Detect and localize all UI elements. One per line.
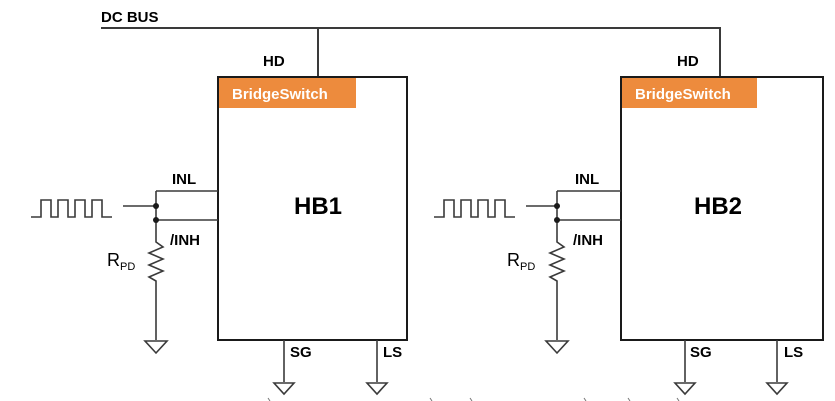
hb1-ground-icon: [143, 340, 169, 355]
hb1-badge-label: BridgeSwitch: [232, 86, 328, 103]
hb2-badge: [622, 78, 757, 108]
hb1-inh-label: /INH: [170, 232, 200, 249]
hb1-box: [217, 76, 408, 341]
hb2-resistor-icon: [547, 236, 567, 340]
hb1-inl-label: INL: [172, 171, 196, 188]
hb2-ls-label: LS: [784, 344, 803, 361]
hb1-sg-label: SG: [290, 344, 312, 361]
hb2-junction-dot-2: [554, 217, 560, 223]
hb2-junction-dot: [554, 203, 560, 209]
dc-bus-label: DC BUS: [101, 9, 159, 26]
hb1-ls-label: LS: [383, 344, 402, 361]
hb2-inl-label: INL: [575, 171, 599, 188]
hb1-resistor-icon: [146, 236, 166, 340]
hb2-inh-label: /INH: [573, 232, 603, 249]
hb2-badge-label: BridgeSwitch: [635, 86, 731, 103]
hb1-badge: [219, 78, 356, 108]
hb1-ls-ground-icon: [365, 382, 389, 396]
hb1-hd-label: HD: [263, 53, 285, 70]
hb2-box: [620, 76, 824, 341]
hb1-name: HB1: [294, 193, 342, 220]
hb1-sg-ground-icon: [272, 382, 296, 396]
dc-bus-wire: [101, 27, 721, 77]
hb2-block: HD BridgeSwitch HB2 INL /INH RPD SG LS: [434, 53, 824, 396]
hb1-resistor-label: RPD: [107, 250, 135, 273]
hb2-pwm-signal-icon: [434, 199, 515, 218]
hb2-sg-label: SG: [690, 344, 712, 361]
hb1-block: HD BridgeSwitch HB1 INL /INH RPD SG LS: [31, 53, 408, 396]
hb2-sg-ground-icon: [673, 382, 697, 396]
hb2-resistor-label: RPD: [507, 250, 535, 273]
hb1-pwm-signal-icon: [31, 199, 112, 218]
hb2-ground-icon: [544, 340, 570, 355]
hb1-junction-dot: [153, 203, 159, 209]
hb2-ls-ground-icon: [765, 382, 789, 396]
hb2-hd-label: HD: [677, 53, 699, 70]
hb1-junction-dot-2: [153, 217, 159, 223]
hb2-name: HB2: [694, 193, 742, 220]
